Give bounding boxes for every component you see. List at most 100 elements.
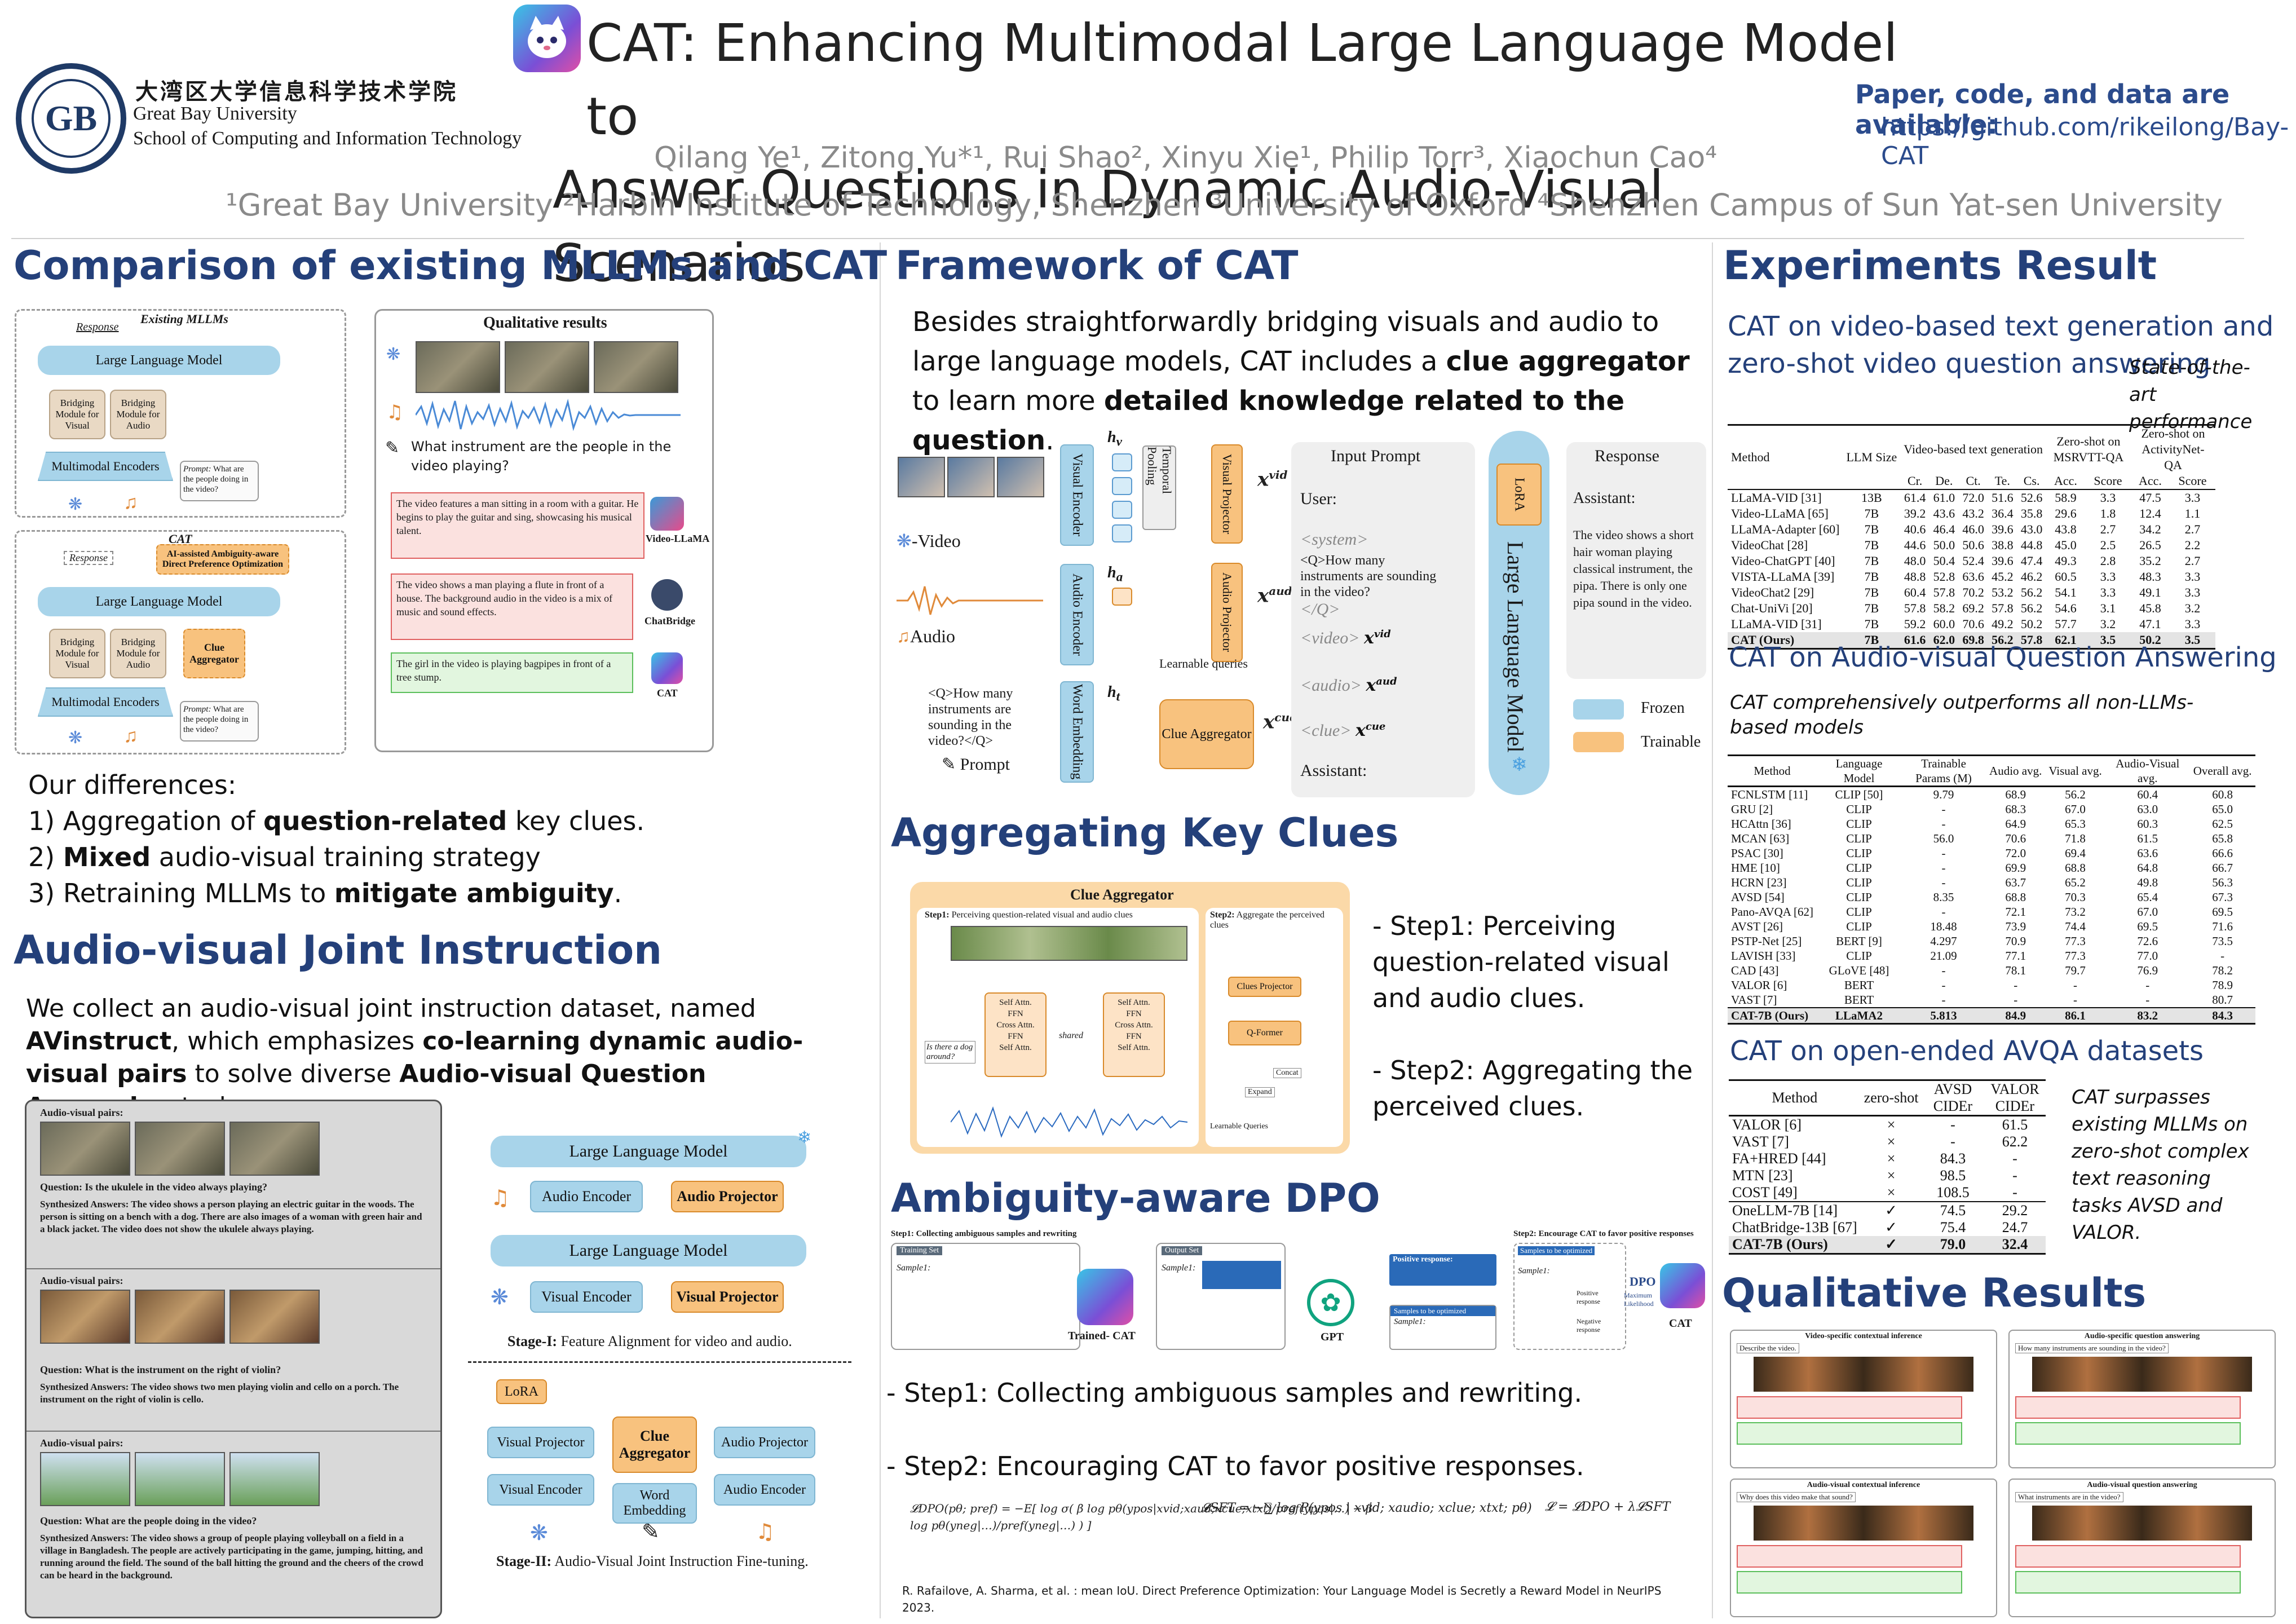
framework-diagram: ❋-Video ♫Audio <Q>How many instruments a… bbox=[891, 429, 1708, 801]
video-strip bbox=[1754, 1506, 1973, 1541]
video-token: <video> xvid bbox=[1300, 628, 1391, 648]
column-divider-1 bbox=[880, 242, 881, 1618]
video-strip bbox=[2032, 1357, 2252, 1392]
avinstruct-examples: Audio-visual pairs: Question: Is the uku… bbox=[25, 1100, 442, 1618]
cat-icon bbox=[1660, 1263, 1705, 1308]
example-divider bbox=[27, 1268, 440, 1269]
dpo-optimize-panel: Samples to be optimized Sample1: Positiv… bbox=[1513, 1243, 1626, 1350]
our-differences: Our differences: 1) Aggregation of quest… bbox=[28, 770, 645, 908]
answer-chatbridge: The video shows a man playing a flute in… bbox=[391, 573, 633, 640]
dpo-heading: Ambiguity-aware DPO bbox=[891, 1175, 1380, 1221]
video-frame bbox=[594, 341, 678, 393]
llm-column: LoRA Large Language Model ❄ bbox=[1489, 431, 1549, 795]
prompt-icon: ✎ bbox=[642, 1519, 660, 1544]
panel-title: Audio-specific question answering bbox=[2084, 1332, 2200, 1340]
aggregating-heading: Aggregating Key Clues bbox=[891, 810, 1399, 856]
samples-to-optimize-panel: Samples to be optimized Sample1: bbox=[1389, 1305, 1496, 1350]
cat-icon bbox=[651, 652, 683, 684]
panel-question: Why does this video make that sound? bbox=[1737, 1492, 1856, 1502]
availability-heading: Paper, code, and data are available: bbox=[1855, 79, 2230, 140]
existing-mllms-diagram: Existing MLLMs Response Large Language M… bbox=[15, 309, 346, 518]
table-row: MTN [23]×98.5- bbox=[1732, 1167, 2017, 1184]
qualitative-results-figure: Qualitative results ❋ ♫ ✎ What instrumen… bbox=[374, 309, 714, 752]
response-panel: Response Assistant: The video shows a sh… bbox=[1566, 442, 1706, 679]
audio-waveform bbox=[951, 1106, 1187, 1138]
dpo-citation: R. Rafailove, A. Sharma, et al. : mean I… bbox=[902, 1584, 1662, 1614]
step2-panel-title: Step2: Aggregate the perceived clues bbox=[1210, 910, 1325, 930]
university-name-cn: 大湾区大学信息科学技术学院 bbox=[135, 78, 458, 105]
audio-token: <audio> xaud bbox=[1300, 676, 1397, 695]
exp-sub2: CAT on Audio-visual Question Answering bbox=[1729, 642, 2277, 673]
video-frame bbox=[505, 341, 589, 393]
panel-title: Video-specific contextual inference bbox=[1805, 1332, 1922, 1340]
comparison-heading: Comparison of existing MLLMs and CAT bbox=[14, 242, 888, 289]
prompt-box: Prompt: What are the people doing in the… bbox=[180, 701, 259, 742]
video-frame bbox=[416, 341, 500, 393]
clue-aggregator-block: Clue Aggregator bbox=[183, 629, 245, 678]
ha-label: ha bbox=[1107, 564, 1123, 585]
panel-question: How many instruments are sounding in the… bbox=[2015, 1343, 2169, 1353]
llm-block: Large Language Model bbox=[38, 346, 280, 375]
answer-video-llama: The video features a man sitting in a ro… bbox=[391, 492, 644, 559]
example-divider bbox=[27, 1431, 440, 1432]
video-frame bbox=[229, 1290, 320, 1344]
dpo-loss-equation: 𝓛DPO(pθ; pref) = −E[ log σ( β log pθ(ypo… bbox=[910, 1502, 1372, 1532]
step1-panel: Step1: Perceiving question-related visua… bbox=[917, 908, 1199, 1147]
video-frame bbox=[898, 457, 945, 497]
training-stages-diagram: Large Language Model ❄ ♫ Audio Encoder A… bbox=[462, 1122, 857, 1618]
avqa-note: CAT comprehensively outperforms all non-… bbox=[1730, 691, 2194, 739]
framework-heading: Framework of CAT bbox=[895, 242, 1299, 289]
video-label: ❋-Video bbox=[897, 531, 961, 551]
framework-paragraph: Besides straightforwardly bridging visua… bbox=[912, 306, 1690, 456]
step1-panel-title: Step1: Perceiving question-related visua… bbox=[925, 910, 1133, 920]
dpo-step1: - Step1: Collecting ambiguous samples an… bbox=[886, 1378, 1583, 1408]
xaud-label: xaud bbox=[1257, 584, 1292, 607]
video-strip bbox=[1754, 1357, 1973, 1392]
frozen-icon: ❄ bbox=[797, 1128, 812, 1148]
exp-sub1: CAT on video-based text generation and z… bbox=[1728, 311, 2274, 379]
dpo-step2: - Step2: Encouraging CAT to favor positi… bbox=[886, 1451, 1584, 1481]
video-llama-icon bbox=[650, 497, 684, 531]
dpo-block: AI-assisted Ambiguity-aware Direct Prefe… bbox=[156, 544, 289, 575]
audio-icon: ♫ bbox=[756, 1519, 775, 1544]
output-set-panel: Output Set Sample1: bbox=[1156, 1243, 1286, 1350]
audio-waveform bbox=[416, 399, 681, 431]
repo-link[interactable]: https://github.com/rikeilong/Bay-CAT bbox=[1881, 113, 2289, 170]
positive-response-box: Positive response: bbox=[1389, 1254, 1496, 1286]
panel-question: What instruments are in the video? bbox=[2015, 1492, 2123, 1502]
panel-title: Audio-visual contextual inference bbox=[1807, 1481, 1920, 1489]
chatbridge-icon bbox=[651, 579, 683, 611]
feature-token bbox=[1112, 524, 1132, 542]
authors: Qilang Ye¹, Zitong Yu*¹, Rui Shao², Xiny… bbox=[654, 141, 1717, 175]
video-frame bbox=[135, 1290, 225, 1344]
qualitative-heading: Qualitative Results bbox=[1722, 1270, 2147, 1316]
audio-label: ♫Audio bbox=[897, 626, 955, 646]
stage1-caption: Stage-I: Feature Alignment for video and… bbox=[507, 1333, 792, 1349]
audio-icon: ♫ bbox=[386, 401, 404, 423]
feature-token bbox=[1112, 588, 1132, 606]
answer-cat: The girl in the video is playing bagpipe… bbox=[391, 652, 633, 693]
baseline-answer bbox=[2015, 1396, 2241, 1419]
training-set-panel: Training Set Sample1: bbox=[891, 1243, 1080, 1350]
table-row: VALOR [6]×-61.5 bbox=[1732, 1116, 2028, 1133]
video-frame bbox=[997, 457, 1044, 497]
step2-panel: Step2: Aggregate the perceived clues Clu… bbox=[1206, 908, 1343, 1147]
